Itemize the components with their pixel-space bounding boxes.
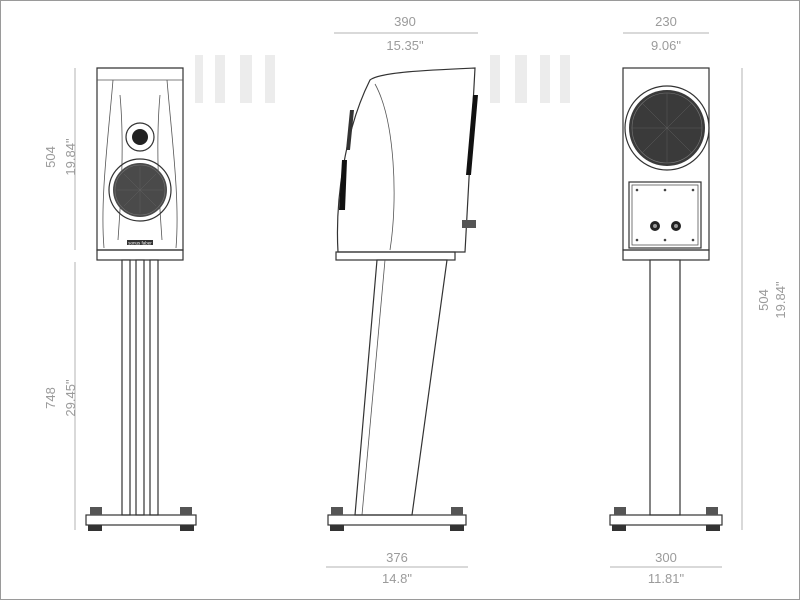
front-stand-base — [85, 514, 197, 526]
front-stand-height-in: 29.45" — [63, 379, 78, 417]
background-ghost-shapes — [195, 55, 570, 103]
brand-badge — [127, 240, 153, 245]
stand-column-middle — [135, 259, 145, 516]
front-plinth — [96, 249, 184, 261]
front-height-dimensions: 504 19.84" 748 29.45" — [43, 68, 78, 530]
front-view: sonus faber — [85, 67, 197, 531]
back-top-width-in: 9.06" — [651, 38, 681, 53]
front-speaker-height-mm: 504 — [43, 146, 58, 168]
side-view — [327, 67, 478, 531]
side-base-depth-mm: 376 — [386, 550, 408, 565]
back-plinth — [622, 249, 710, 261]
side-plinth — [335, 251, 456, 261]
terminal-plate — [628, 181, 702, 249]
back-base-width-mm: 300 — [655, 550, 677, 565]
front-stand-height-mm: 748 — [43, 387, 58, 409]
side-stand-base — [327, 514, 467, 526]
back-top-width-mm: 230 — [655, 14, 677, 29]
back-height-in: 19.84" — [773, 281, 788, 319]
side-top-depth-in: 15.35" — [386, 38, 424, 53]
stand-column-right — [149, 259, 159, 516]
stand-column-left — [121, 259, 131, 516]
back-woofer — [624, 85, 710, 171]
back-base-width-in: 11.81" — [648, 571, 685, 586]
back-dimensions: 230 9.06" 300 11.81" 504 19.84" — [610, 14, 788, 586]
side-base-depth-in: 14.8" — [382, 571, 412, 586]
side-dimensions: 390 15.35" 376 14.8" — [326, 14, 478, 586]
side-speaker-cabinet — [336, 67, 476, 253]
side-top-depth-mm: 390 — [394, 14, 416, 29]
brand-badge-text: sonus faber — [128, 241, 152, 246]
back-stand-column — [649, 259, 681, 516]
tweeter — [125, 122, 155, 152]
back-view — [609, 67, 723, 531]
woofer — [108, 158, 172, 222]
front-speaker-height-in: 19.84" — [63, 138, 78, 176]
side-stand-column — [354, 259, 448, 516]
back-height-mm: 504 — [756, 289, 771, 311]
back-stand-base — [609, 514, 723, 526]
